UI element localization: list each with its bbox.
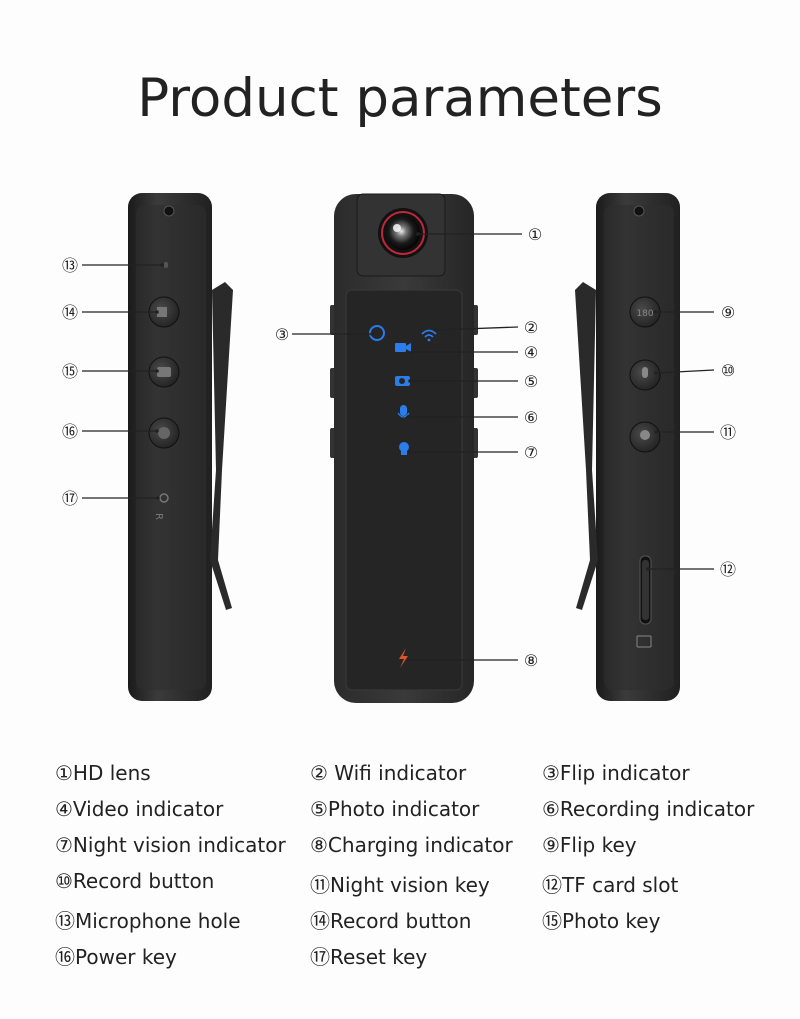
legend-item: ② Wifi indicator: [310, 761, 467, 785]
callout-lines: [82, 233, 715, 661]
legend-item: ⑫TF card slot: [542, 873, 679, 897]
bulb-button-icon: [640, 430, 650, 440]
right-screw-icon: [633, 205, 645, 217]
front-panel: [345, 289, 463, 691]
camera-lens-icon: [386, 216, 420, 250]
legend-item: ①HD lens: [55, 761, 151, 785]
legend-item: ⑰Reset key: [310, 945, 428, 969]
microphone-icon: [400, 405, 407, 416]
legend-item: ⑪Night vision key: [310, 873, 490, 897]
left-side-view: R: [128, 193, 233, 701]
power-icon: [158, 427, 170, 439]
callout-5: ⑤: [524, 372, 538, 391]
callout-10: ⑩: [721, 361, 735, 380]
callout-17: ⑰: [62, 489, 78, 508]
right-clip: [575, 282, 598, 610]
callout-12: ⑫: [720, 560, 736, 579]
callout-7: ⑦: [524, 443, 538, 462]
callout-1: ①: [528, 225, 542, 244]
legend-item: ⑤Photo indicator: [310, 797, 480, 821]
bulb-icon: [399, 442, 409, 452]
callout-15: ⑮: [62, 362, 78, 381]
lightning-icon: [399, 648, 408, 668]
callout-14: ⑭: [62, 303, 78, 322]
legend-item: ③Flip indicator: [542, 761, 690, 785]
callout-8: ⑧: [524, 651, 538, 670]
legend-item: ⑮Photo key: [542, 909, 661, 933]
reset-label: R: [153, 513, 164, 520]
callout-9: ⑨: [721, 303, 735, 322]
page-title: Product parameters: [137, 68, 663, 129]
legend-item: ⑧Charging indicator: [310, 833, 513, 857]
legend-item: ⑥Recording indicator: [542, 797, 755, 821]
right-side-view: 180: [575, 193, 680, 701]
legend-item: ④Video indicator: [55, 797, 224, 821]
reset-hole[interactable]: [159, 493, 169, 503]
front-view: [330, 193, 478, 703]
camera-icon: [157, 367, 171, 377]
callout-16: ⑯: [62, 422, 78, 441]
legend-item: ⑦Night vision indicator: [55, 833, 286, 857]
legend-item: ⑨Flip key: [542, 833, 637, 857]
microphone-hole: [164, 262, 168, 268]
left-clip: [210, 282, 233, 610]
legend-item: ⑩Record button: [55, 869, 215, 893]
left-screw-icon: [163, 205, 175, 217]
callout-13: ⑬: [62, 256, 78, 275]
sd-card-icon: [636, 635, 652, 648]
flip-icon: [369, 325, 385, 341]
legend-item: ⑬Microphone hole: [55, 909, 241, 933]
mic-button-icon: [642, 367, 648, 378]
callout-3: ③: [275, 325, 289, 344]
video-icon: [157, 307, 167, 317]
callout-11: ⑪: [720, 423, 736, 442]
legend-item: ⑭Record button: [310, 909, 472, 933]
callout-6: ⑥: [524, 408, 538, 427]
lens-ring: [381, 211, 425, 255]
wifi-icon: [421, 329, 437, 335]
video-indicator-icon: [395, 343, 406, 352]
legend-item: ⑯Power key: [55, 945, 177, 969]
callout-2: ②: [524, 318, 538, 337]
svg-text:180: 180: [636, 309, 653, 319]
callout-4: ④: [524, 343, 538, 362]
